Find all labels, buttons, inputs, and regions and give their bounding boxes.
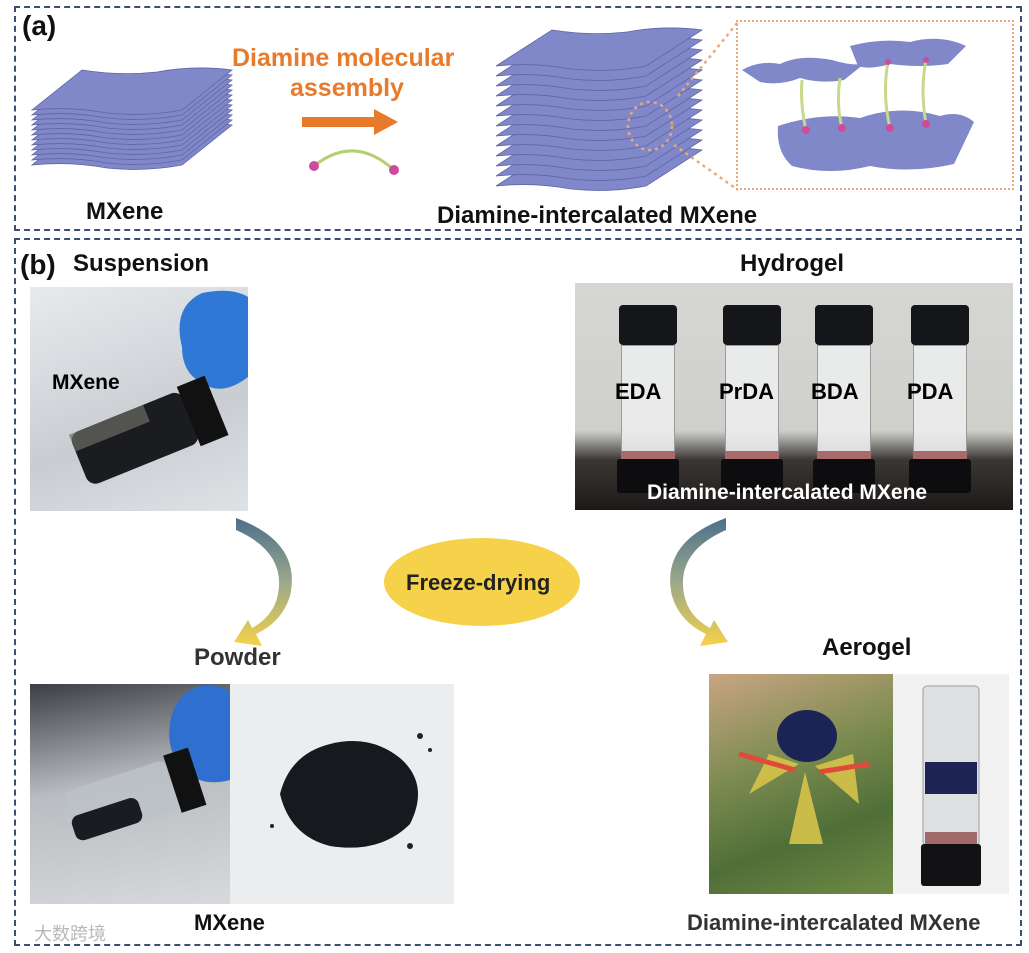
curved-arrow-right-icon xyxy=(670,518,728,646)
watermark: 大数跨境 xyxy=(34,924,106,944)
vial-icon xyxy=(921,685,981,886)
powder-pile-icon xyxy=(270,733,432,849)
powder-pile-photo xyxy=(230,684,454,904)
mxene-sheet xyxy=(495,27,704,71)
intercalated-label: Diamine-intercalated MXene xyxy=(437,202,758,229)
hydrogel-photo: EDA PrDA BDA PDA Diamine-intercalated MX… xyxy=(575,283,1013,510)
curved-arrow-left-icon xyxy=(234,518,292,646)
hydrogel-vial xyxy=(909,305,971,495)
zoom-box xyxy=(736,20,1014,190)
mxene-sheet xyxy=(30,67,233,115)
hydrogel-vial-label: PrDA xyxy=(719,379,775,404)
panel-b xyxy=(14,238,1022,946)
powder-title: Powder xyxy=(194,644,281,671)
process-label-line2: assembly xyxy=(290,74,404,102)
panel-a-label: (a) xyxy=(22,10,57,41)
zoom-indicator-lines xyxy=(673,21,739,192)
aerogel-caption: Diamine-intercalated MXene xyxy=(687,910,981,935)
vial-icon xyxy=(68,375,229,484)
panel-b-label: (b) xyxy=(20,249,56,280)
hydrogel-vial xyxy=(617,305,679,495)
process-label-line1: Diamine molecular xyxy=(232,44,455,72)
powder-vial-photo xyxy=(30,684,230,904)
diamine-molecule-icon xyxy=(309,149,399,175)
hydrogel-caption: Diamine-intercalated MXene xyxy=(647,481,928,504)
suspension-photo-label: MXene xyxy=(52,371,120,394)
aerogel-flower-photo xyxy=(709,674,893,894)
hydrogel-vial-label: BDA xyxy=(811,379,859,404)
suspension-title: Suspension xyxy=(73,250,210,277)
right-arrow-icon xyxy=(302,109,398,135)
glove-hand-icon xyxy=(179,290,248,389)
vial-icon xyxy=(64,747,207,841)
hydrogel-vial-label: PDA xyxy=(907,379,954,404)
mxene-stack-illustration xyxy=(30,67,233,170)
aerogel-on-flower-icon xyxy=(738,710,870,844)
hydrogel-vial-label: EDA xyxy=(615,379,662,404)
aerogel-title: Aerogel xyxy=(822,634,912,661)
hydrogel-title: Hydrogel xyxy=(740,250,845,277)
intercalated-stack-illustration xyxy=(495,27,704,191)
freeze-drying-label: Freeze-drying xyxy=(406,570,551,595)
hydrogel-vial xyxy=(721,305,783,495)
hydrogel-vial xyxy=(813,305,875,495)
suspension-photo: MXene xyxy=(30,287,248,511)
powder-caption: MXene xyxy=(194,910,265,935)
panel-a xyxy=(14,6,1022,231)
mxene-label: MXene xyxy=(86,198,164,225)
freeze-drying-badge xyxy=(384,538,580,626)
intercalation-detail-illustration xyxy=(742,38,974,171)
aerogel-vial-photo xyxy=(893,674,1009,894)
